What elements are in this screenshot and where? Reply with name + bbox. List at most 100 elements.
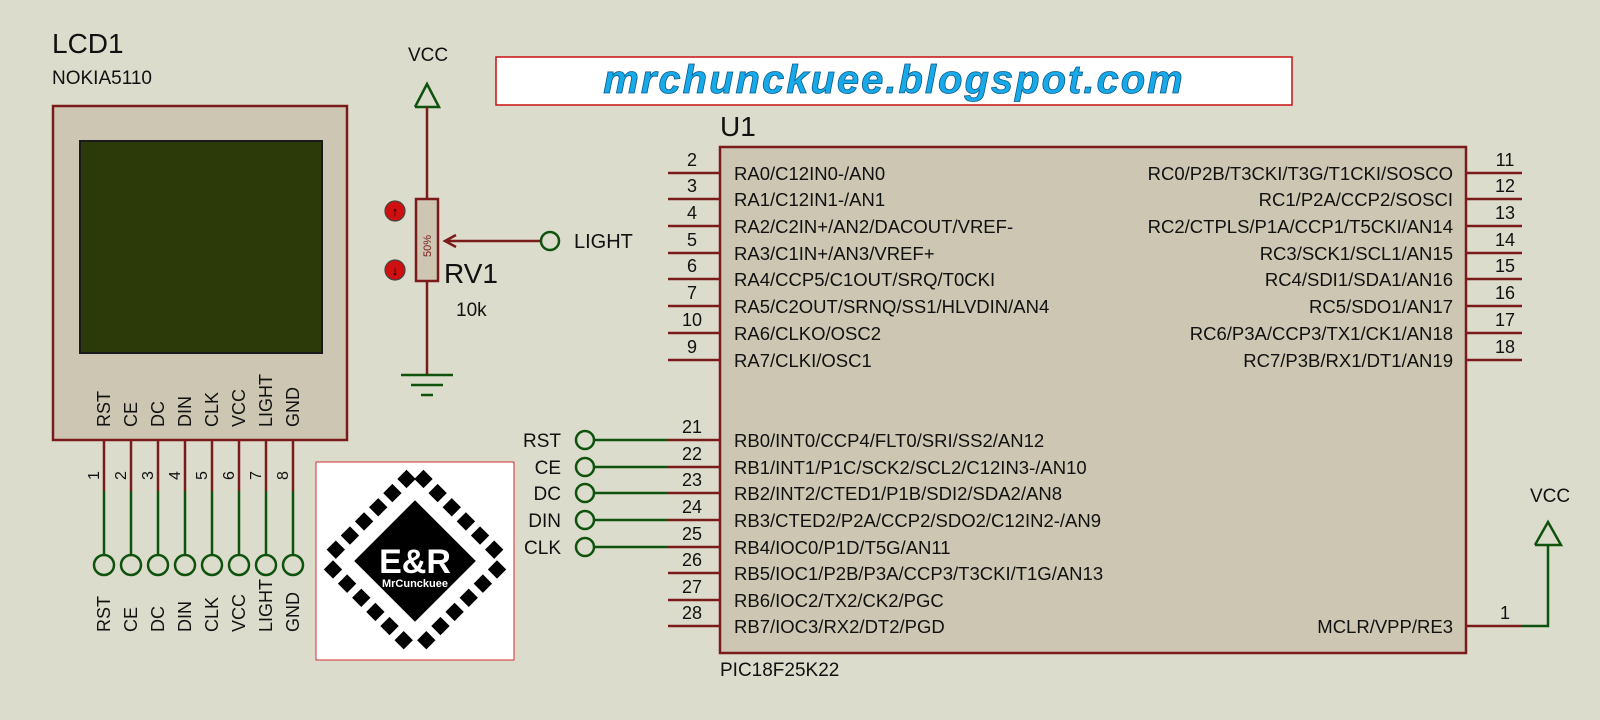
- lcd-pin-name: GND: [283, 387, 303, 427]
- er-logo: E&R MrCunckuee: [315, 461, 515, 661]
- mcu-pin-label: RC6/P3A/CCP3/TX1/CK1/AN18: [1190, 323, 1453, 344]
- mcu-pin-number: 13: [1495, 203, 1515, 223]
- lcd-pin-group: RST1RSTCE2CEDC3DCDIN4DINCLK5CLKVCC6VCCLI…: [86, 374, 305, 632]
- watermark-text: mrchunckuee.blogspot.com: [603, 58, 1184, 102]
- lcd-pin-terminal[interactable]: [92, 553, 116, 577]
- logo-tile: [459, 588, 478, 607]
- mcu-pin-label: RC0/P2B/T3CKI/T3G/T1CKI/SOSCO: [1148, 163, 1453, 184]
- lcd-pin-name: DC: [148, 401, 168, 427]
- mclr-vcc-label: VCC: [1530, 486, 1570, 507]
- logo-tile: [380, 616, 399, 636]
- logo-tile: [473, 574, 493, 593]
- mcu-body: [718, 145, 1468, 655]
- net-terminal[interactable]: [574, 509, 596, 531]
- lcd-pin-number: 4: [167, 471, 184, 480]
- lcd-pin-terminal[interactable]: [200, 553, 224, 577]
- lcd-pin-terminal[interactable]: [254, 553, 278, 577]
- mcu-pin-number: 7: [687, 283, 697, 303]
- logo-tile: [414, 469, 433, 489]
- mcu-pin-number: 25: [682, 524, 702, 544]
- lcd-pin-name: CE: [121, 402, 141, 427]
- mcu-right-pin-group: 11RC0/P2B/T3CKI/T3G/T1CKI/SOSCO12RC1/P2A…: [1148, 150, 1522, 637]
- mcu-pin-label: RC3/SCK1/SCL1/AN15: [1260, 243, 1453, 264]
- logo-tile: [337, 574, 357, 593]
- mcu-pin-number: 3: [687, 176, 697, 196]
- pot-reference: RV1: [444, 258, 498, 289]
- mcu-pin-number: 16: [1495, 283, 1515, 303]
- net-terminal[interactable]: [574, 429, 596, 451]
- lcd-module[interactable]: LCD1 NOKIA5110 RST1RSTCE2CEDC3DCDIN4DINC…: [51, 28, 349, 632]
- lcd-pin-name: DIN: [175, 396, 195, 427]
- lcd-part-name: NOKIA5110: [52, 68, 152, 89]
- logo-tile: [383, 483, 402, 503]
- potentiometer-rv1[interactable]: VCC 50% LIGHT RV1 10k ↑ ↓: [384, 45, 633, 397]
- lcd-pin-terminal[interactable]: [227, 553, 251, 577]
- mcu-pin-number: 26: [682, 550, 702, 570]
- lcd-terminal-label: CE: [121, 607, 141, 632]
- net-label: CE: [535, 458, 561, 479]
- lcd-pin-terminal[interactable]: [119, 553, 143, 577]
- pot-vcc-arrow: [413, 81, 442, 109]
- net-label: DIN: [528, 511, 561, 532]
- mcu-pin-number: 1: [1500, 603, 1510, 623]
- mcu-pin-label: RC4/SDI1/SDA1/AN16: [1265, 269, 1453, 290]
- net-terminal[interactable]: [574, 536, 596, 558]
- mcu-pin-label: MCLR/VPP/RE3: [1317, 616, 1453, 637]
- lcd-terminal-label: RST: [94, 596, 114, 632]
- decrement-button[interactable]: [384, 259, 406, 281]
- watermark-frame: [495, 56, 1293, 106]
- lcd-pin-terminal[interactable]: [173, 553, 197, 577]
- net-terminal[interactable]: [574, 482, 596, 504]
- watermark-banner: mrchunckuee.blogspot.com: [495, 56, 1293, 106]
- logo-tile: [442, 498, 461, 517]
- mcu-pin-number: 28: [682, 603, 702, 623]
- mcu-reference: U1: [720, 111, 756, 142]
- lcd-pin-name: CLK: [202, 392, 222, 427]
- mcu-part-name: PIC18F25K22: [720, 660, 839, 681]
- lcd-pin-terminal[interactable]: [281, 553, 305, 577]
- mcu-left-pin-group: 2RA0/C12IN0-/AN03RA1/C12IN1-/AN14RA2/C2I…: [523, 150, 1103, 637]
- mcu-pin-number: 10: [682, 310, 702, 330]
- net-terminal[interactable]: [574, 456, 596, 478]
- mcu-pin-number: 18: [1495, 337, 1515, 357]
- mcu-pin-number: 6: [687, 256, 697, 276]
- logo-tile: [445, 602, 464, 622]
- mcu-pin-label: RB0/INT0/CCP4/FLT0/SRI/SS2/AN12: [734, 430, 1044, 451]
- lcd-terminal-label: DIN: [175, 601, 195, 632]
- light-net-label: LIGHT: [574, 231, 633, 253]
- mcu-pin-number: 27: [682, 577, 702, 597]
- pot-wiper-arrow: [442, 233, 457, 249]
- mcu-pin-label: RB4/IOC0/P1D/T5G/AN11: [734, 537, 951, 558]
- mcu-pin-label: RA1/C12IN1-/AN1: [734, 189, 885, 210]
- mcu-pin-label: RA6/CLKO/OSC2: [734, 323, 881, 344]
- mcu-pin-label: RB7/IOC3/RX2/DT2/PGD: [734, 616, 945, 637]
- logo-tile: [487, 560, 507, 579]
- mcu-pin-number: 2: [687, 150, 697, 170]
- logo-tile: [366, 602, 385, 622]
- net-label: DC: [534, 484, 561, 505]
- increment-button[interactable]: [384, 200, 406, 222]
- microcontroller-u1[interactable]: U1 PIC18F25K22 2RA0/C12IN0-/AN03RA1/C12I…: [523, 111, 1570, 681]
- mclr-vcc-arrow: [1533, 519, 1564, 547]
- mcu-pin-number: 17: [1495, 310, 1515, 330]
- mcu-pin-label: RA4/CCP5/C1OUT/SRQ/T0CKI: [734, 269, 995, 290]
- lcd-pin-name: LIGHT: [256, 374, 276, 427]
- lcd-pin-number: 2: [113, 471, 130, 480]
- lcd-pin-terminal[interactable]: [146, 553, 170, 577]
- logo-tile: [323, 560, 343, 579]
- logo-tile: [369, 498, 388, 517]
- mcu-pin-label: RA7/CLKI/OSC1: [734, 350, 872, 371]
- mcu-pin-label: RB6/IOC2/TX2/CK2/PGC: [734, 590, 944, 611]
- logo-diamond-tiles: [323, 469, 507, 650]
- mcu-pin-label: RB3/CTED2/P2A/CCP2/SDO2/C12IN2-/AN9: [734, 510, 1101, 531]
- light-terminal[interactable]: [539, 230, 561, 252]
- logo-tile: [397, 469, 416, 489]
- mcu-pin-number: 11: [1496, 150, 1515, 170]
- lcd-pin-number: 7: [248, 471, 265, 480]
- mclr-vcc-connection: VCC: [1522, 486, 1570, 628]
- lcd-terminal-label: VCC: [229, 594, 249, 632]
- mcu-pin-label: RC2/CTPLS/P1A/CCP1/T5CKI/AN14: [1148, 216, 1453, 237]
- logo-tile: [326, 540, 345, 559]
- logo-tile: [428, 483, 447, 503]
